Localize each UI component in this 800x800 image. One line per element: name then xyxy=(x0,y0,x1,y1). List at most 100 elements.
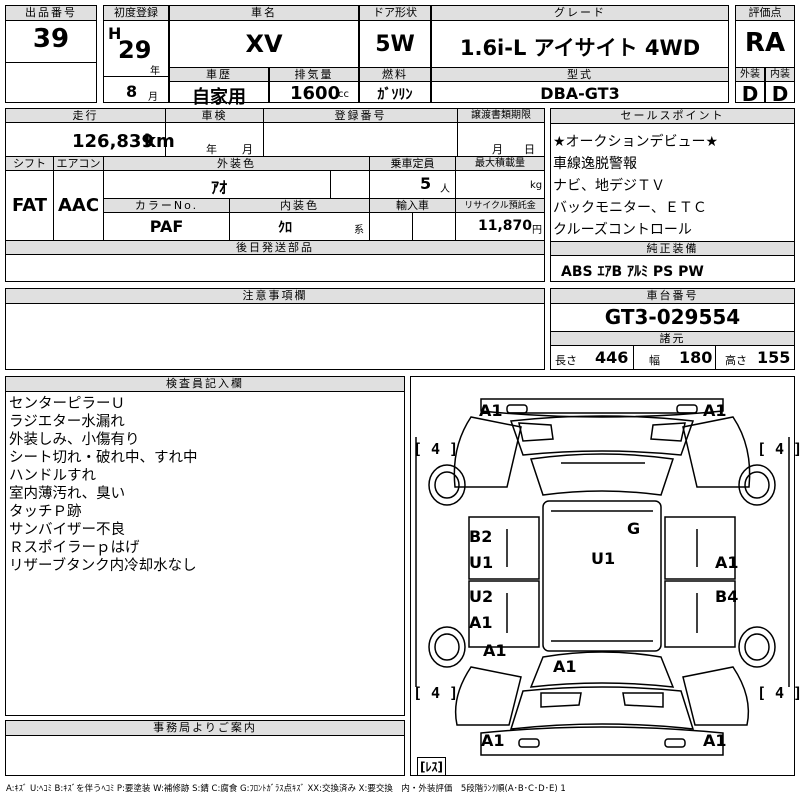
interior-color-label: 内装色 xyxy=(230,199,369,213)
mark-tire-fr: [ 4 ] xyxy=(757,440,800,458)
mark-left-door-u1: U1 xyxy=(469,553,494,572)
lot-number: 39 xyxy=(32,24,70,54)
mileage-unit: km xyxy=(144,131,175,152)
mark-rear-left: A1 xyxy=(481,731,505,750)
registration-cell: 初度登録 H 29 年 8 月 xyxy=(103,5,169,103)
mark-rear-right: A1 xyxy=(703,731,727,750)
color-label: 外装色 xyxy=(104,157,369,171)
inspection-label: 車検 xyxy=(166,109,263,123)
seats-value: 5 xyxy=(420,174,432,193)
load-unit: kg xyxy=(530,180,543,191)
history-cell: 車歴 自家用 xyxy=(169,67,269,108)
car-diagram: A1 A1 [ 4 ] [ 4 ] B2 U1 G U1 A1 U2 B4 A1… xyxy=(410,376,800,776)
sales-item: 車線逸脱警報 xyxy=(553,156,637,172)
door-type: 5W xyxy=(375,32,415,57)
mark-left-rear-door-a1: A1 xyxy=(469,613,493,632)
int-label: 内装 xyxy=(766,68,794,82)
model-cell: 型式 DBA-GT3 xyxy=(431,67,729,103)
office-label: 事務局よりご案内 xyxy=(6,721,404,736)
spare-tire-mark: [ﾚｽ] xyxy=(417,757,446,776)
mark-front-right: A1 xyxy=(703,401,727,420)
registration-era: H xyxy=(108,24,122,43)
header-table: 出品番号 39 初度登録 H 29 年 8 月 車名 XV ドア形状 5W グレ… xyxy=(5,5,795,108)
dims-label: 諸元 xyxy=(551,331,794,346)
history-label: 車歴 xyxy=(170,68,268,82)
interior-color-value: ｸﾛ xyxy=(278,220,292,236)
model-value: DBA-GT3 xyxy=(540,84,620,103)
width-label: 幅 xyxy=(649,354,660,367)
grade-label: グレード xyxy=(432,6,728,21)
registration-year: 29 xyxy=(118,36,152,64)
cc-cell: 排気量 1600 cc xyxy=(269,67,359,104)
document-deadline-label: 譲渡書類期限 xyxy=(458,109,544,123)
door-cell: ドア形状 5W xyxy=(359,5,431,69)
mark-right-door-a1: A1 xyxy=(715,553,739,572)
chassis-number: GT3-029554 xyxy=(604,305,741,329)
mark-left-door-b2: B2 xyxy=(469,527,493,546)
mark-tire-rr: [ 4 ] xyxy=(757,684,800,702)
plate-label: 登録番号 xyxy=(264,109,457,123)
chassis-box: 車台番号 GT3-029554 諸元 長さ 446 幅 180 高さ 155 xyxy=(550,288,795,370)
fuel-value: ｶﾞｿﾘﾝ xyxy=(377,87,413,103)
chassis-label: 車台番号 xyxy=(551,289,794,304)
inspector-line: ハンドルすれ xyxy=(9,468,96,484)
cc-value: 1600 xyxy=(290,83,341,104)
grade-value: 1.6i-L アイサイト 4WD xyxy=(459,36,701,60)
cc-label: 排気量 xyxy=(270,68,358,82)
ext-cell: 外装 D xyxy=(735,67,765,106)
score-value: RA xyxy=(744,28,786,58)
seats-unit: 人 xyxy=(440,184,450,195)
later-parts-label: 後日発送部品 xyxy=(6,241,544,255)
car-name: XV xyxy=(245,30,283,58)
interior-color-unit: 系 xyxy=(354,225,364,236)
recycle-value: 11,870 xyxy=(478,218,533,234)
inspector-line: 外装しみ、小傷有り xyxy=(9,432,140,448)
inspector-label: 検査員記入欄 xyxy=(6,377,404,392)
lot-label: 出品番号 xyxy=(6,6,96,21)
sales-item: バックモニター、ＥＴＣ xyxy=(553,200,707,216)
shift-value: FAT xyxy=(11,195,48,216)
height-label: 高さ xyxy=(725,354,747,367)
shift-label: シフト xyxy=(6,157,53,171)
sales-points: セールスポイント ★オークションデビュー★ 車線逸脱警報 ナビ、地デジＴＶ バッ… xyxy=(550,108,795,282)
year-unit: 年 xyxy=(150,66,160,77)
name-label: 車名 xyxy=(170,6,358,21)
grade-cell: グレード 1.6i-L アイサイト 4WD xyxy=(431,5,729,69)
mark-roof-u1: U1 xyxy=(591,549,616,568)
recycle-label: リサイクル預託金 xyxy=(456,199,544,213)
legend: A:ｷｽﾞ U:ﾍｺﾐ B:ｷｽﾞを伴うﾍｺﾐ P:要塗装 W:補修跡 S:錆 … xyxy=(6,784,566,794)
inspector-line: Ｒスポイラーｐはげ xyxy=(9,540,140,556)
score-label: 評価点 xyxy=(736,6,794,21)
ext-grade: D xyxy=(741,82,759,106)
notes-box: 注意事項欄 xyxy=(5,288,545,370)
inspector-line: リザーブタンク内冷却水なし xyxy=(9,558,197,574)
registration-month: 8 xyxy=(126,82,138,101)
inspector-line: サンバイザー不良 xyxy=(9,522,125,538)
door-label: ドア形状 xyxy=(360,6,430,21)
standard-equipment: ABS ｴｱB ｱﾙﾐ PS PW xyxy=(561,264,704,280)
load-label: 最大積載量 xyxy=(456,157,544,171)
name-cell: 車名 XV xyxy=(169,5,359,69)
mark-left-rear-a1: A1 xyxy=(483,641,507,660)
sales-item: ★オークションデビュー★ xyxy=(553,134,719,150)
seats-label: 乗車定員 xyxy=(370,157,455,171)
mileage-label: 走行 xyxy=(6,109,165,123)
height-value: 155 xyxy=(757,348,791,367)
inspector-line: シート切れ・破れ中、すれ中 xyxy=(9,450,198,466)
ac-value: AAC xyxy=(57,195,100,216)
color-value: ｱｵ xyxy=(210,178,227,197)
lot-cell: 出品番号 39 xyxy=(5,5,97,103)
sales-item: クルーズコントロール xyxy=(553,222,692,238)
inspector-line: 室内薄汚れ、臭い xyxy=(9,486,126,502)
mark-right-rear-door-b4: B4 xyxy=(715,587,739,606)
colorno-label: カラーNo. xyxy=(104,199,229,213)
mark-left-rear-door-u2: U2 xyxy=(469,587,494,606)
month-unit: 月 xyxy=(148,92,158,103)
width-value: 180 xyxy=(679,348,713,367)
fuel-label: 燃料 xyxy=(360,68,430,82)
ac-label: エアコン xyxy=(54,157,103,171)
recycle-unit: 円 xyxy=(532,225,542,236)
inspector-line: タッチＰ跡 xyxy=(9,504,82,520)
inspection-year-unit: 年 xyxy=(206,143,217,156)
mark-hatch-a1: A1 xyxy=(553,657,577,676)
